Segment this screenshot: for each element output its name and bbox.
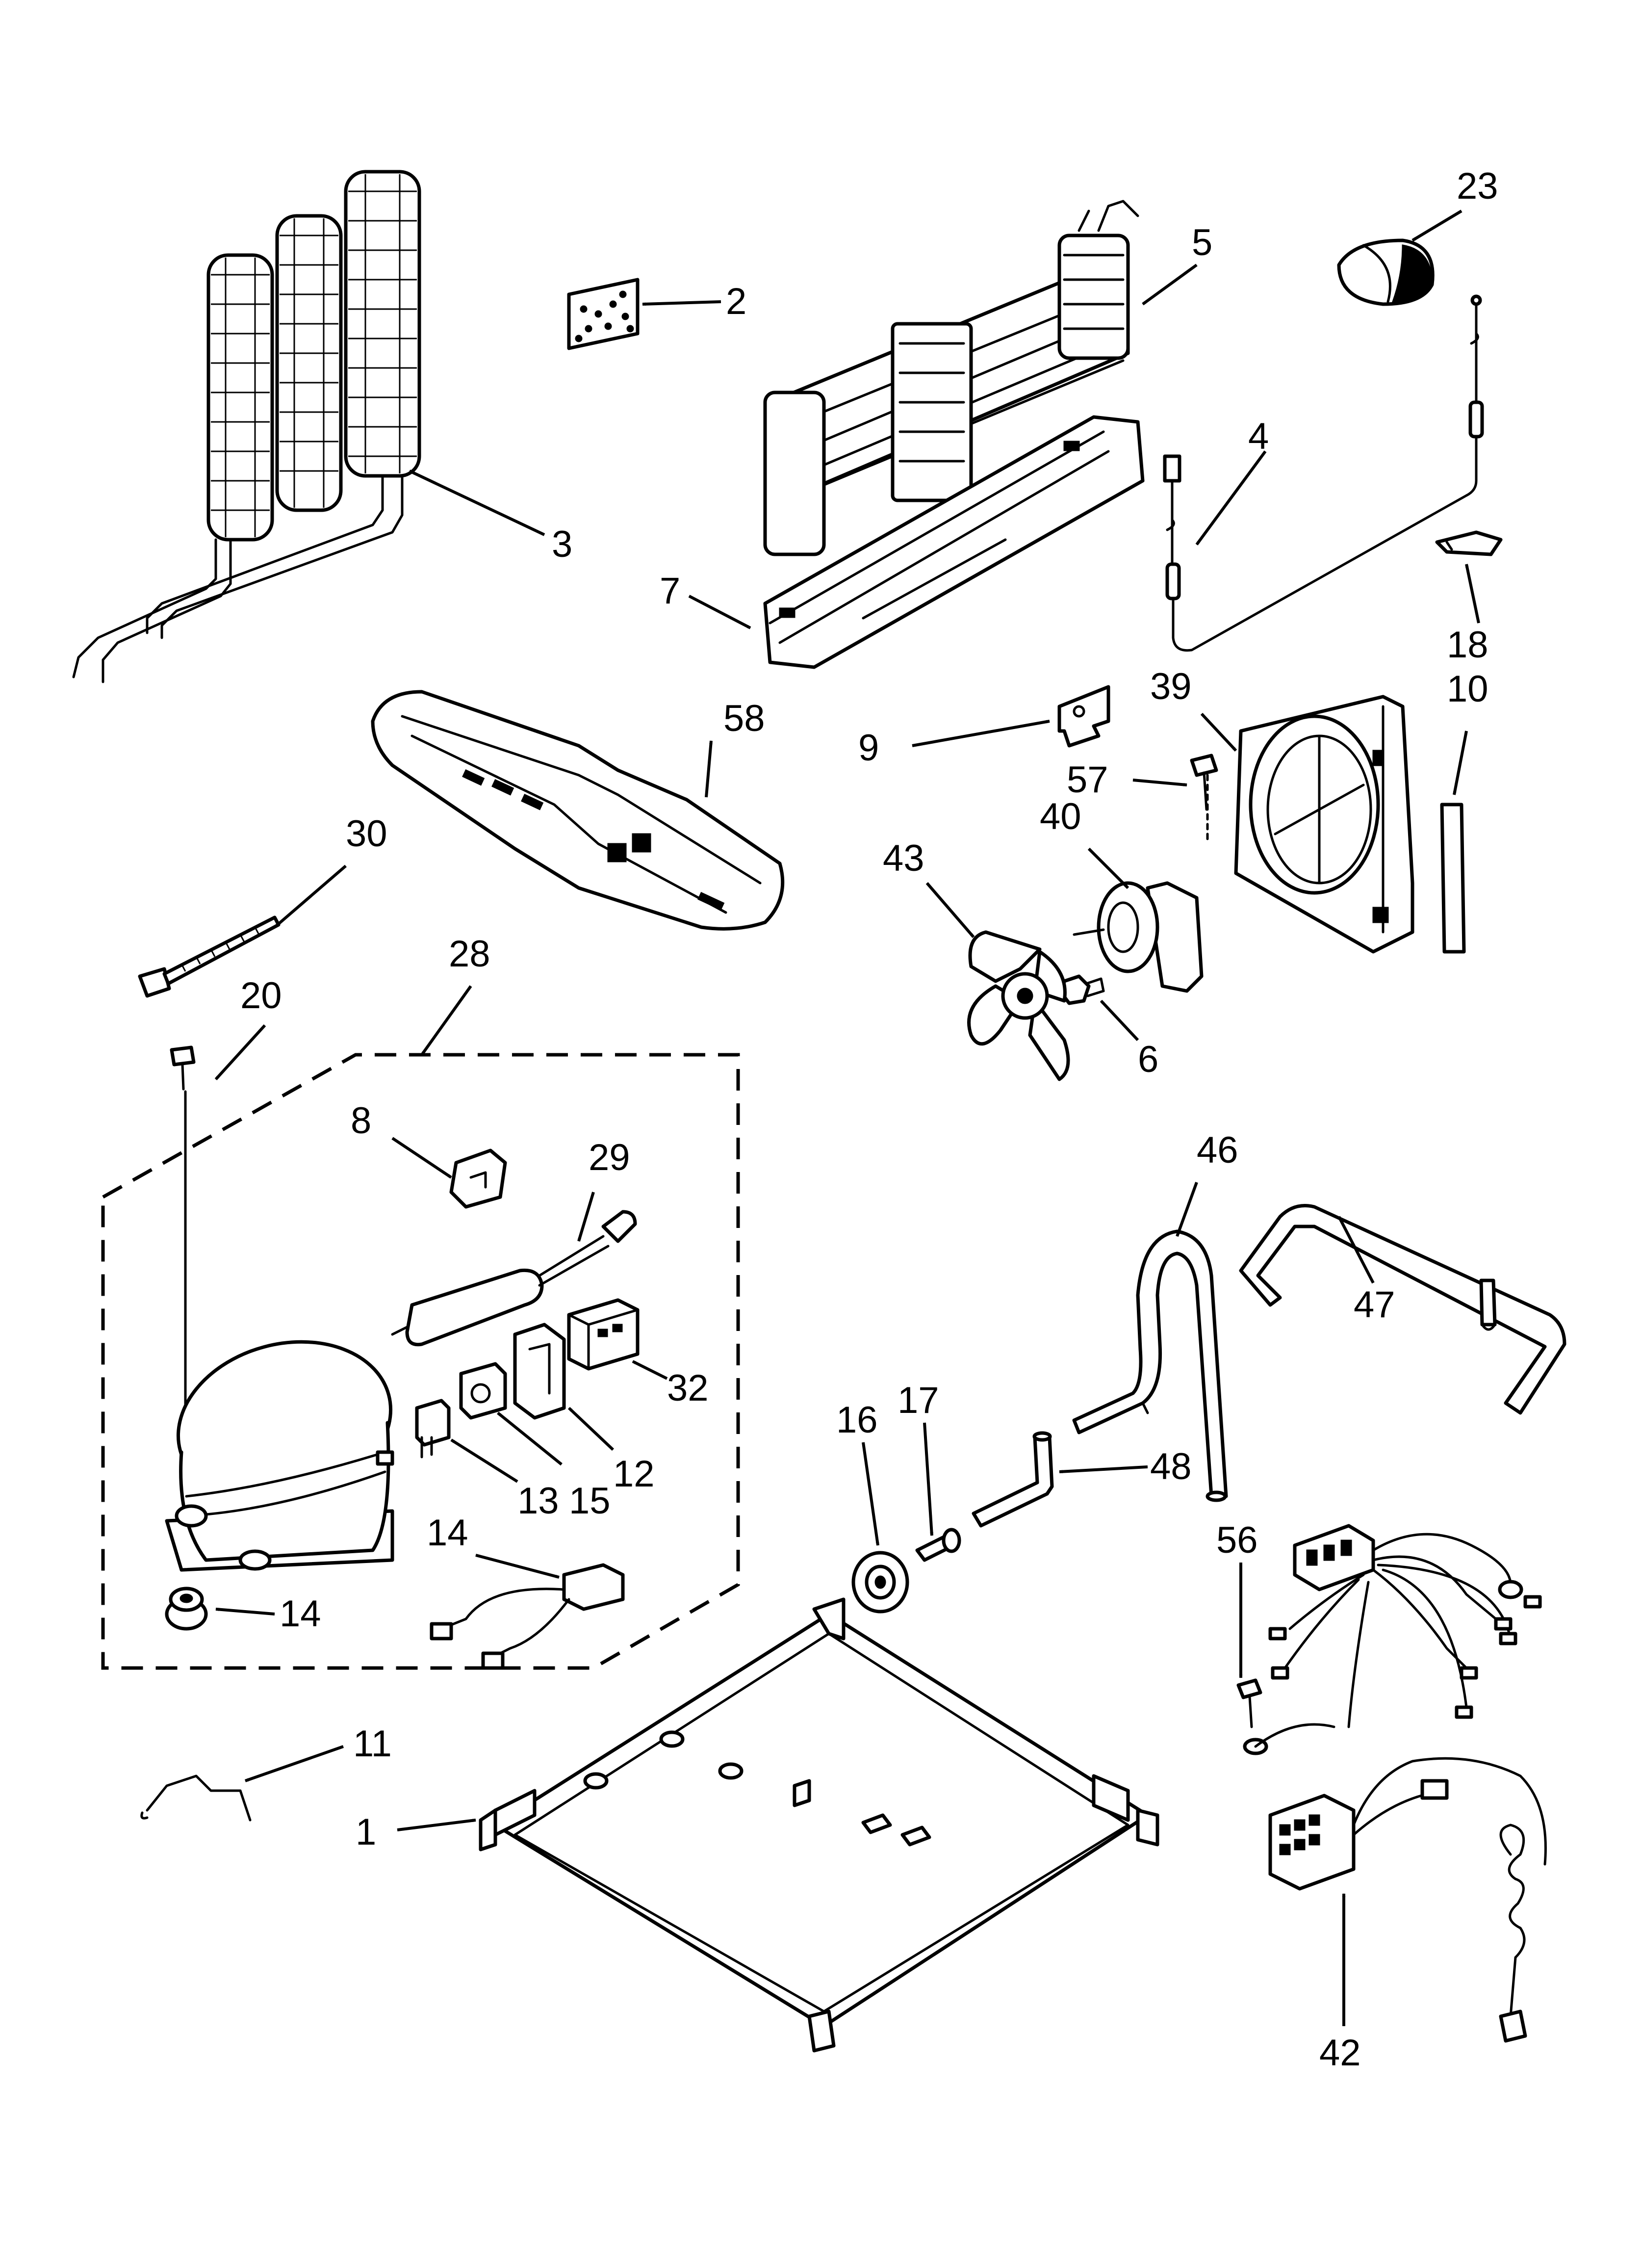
callout-3: 3 [552, 523, 572, 565]
part-9-bracket [1057, 685, 1110, 748]
callout-18: 17 [898, 1380, 939, 1421]
part-43-fan-blade [967, 930, 1070, 1081]
callout-58: 58 [723, 698, 765, 739]
part-40-fan-motor [1073, 881, 1204, 993]
part-7-drain-trough [763, 415, 1145, 669]
part-2 [567, 278, 640, 350]
part-46-drain-tube [1072, 1229, 1228, 1502]
callout-56: 56 [1216, 1519, 1258, 1561]
callout-42: 42 [1319, 2032, 1361, 2074]
callout-43: 43 [883, 837, 924, 879]
part-10-strip [1440, 803, 1466, 954]
callout-15: 15 [569, 1480, 611, 1522]
part-3-condenser [72, 170, 421, 683]
part-5-evaporator [763, 200, 1139, 556]
part-48-tube [972, 1431, 1054, 1528]
part-23 [1337, 238, 1435, 306]
part-6-nut [1060, 974, 1105, 1005]
compressor [165, 1340, 394, 1572]
callout-39: 39 [1150, 666, 1192, 707]
callout-23: 23 [1457, 165, 1498, 207]
part-42-wire-harness [1254, 1524, 1547, 2043]
part-4-sensor [1163, 294, 1484, 652]
callout-19: 18 [1447, 624, 1488, 666]
part-17-wheel [851, 1551, 909, 1614]
callout-1: 1 [356, 1811, 376, 1853]
callout-4: 4 [1248, 416, 1269, 457]
part-47-tube [1239, 1204, 1566, 1415]
part-11-clip [140, 1774, 252, 1822]
callout-47: 47 [1354, 1284, 1395, 1326]
callout-29: 29 [589, 1137, 630, 1178]
part-16 [430, 1563, 625, 1670]
callout-10: 10 [1447, 668, 1488, 710]
part-12 [513, 1323, 566, 1420]
callout-40: 40 [1040, 796, 1081, 837]
leader-lines [214, 209, 1480, 2026]
part-28-group-outline [101, 1053, 740, 1670]
part-14-grommet [165, 1587, 208, 1631]
callout-6: 6 [1138, 1039, 1158, 1080]
callout-20: 20 [240, 975, 282, 1017]
part-13 [415, 1399, 451, 1459]
part-39-fan-shroud [1234, 695, 1414, 954]
callout-14: 14 [280, 1593, 321, 1635]
part-57-screw [1190, 754, 1218, 845]
callout-32: 32 [667, 1367, 709, 1409]
callout-13: 13 [517, 1480, 559, 1522]
callout-5: 5 [1192, 222, 1212, 263]
part-1-base-frame [479, 1597, 1159, 2053]
callout-9: 9 [858, 727, 879, 769]
part-18-axle-pin [915, 1528, 961, 1562]
callout-17: 16 [836, 1399, 878, 1441]
callout-labels: 23 2 5 3 4 7 18 58 39 10 9 57 30 40 43 2… [240, 165, 1498, 2074]
part-15 [459, 1362, 507, 1420]
callout-11: 11 [353, 1723, 392, 1765]
callout-30: 30 [346, 813, 387, 855]
part-29 [391, 1210, 637, 1347]
callout-12: 12 [613, 1453, 655, 1495]
part-19-clip [1435, 530, 1503, 556]
callout-57: 57 [1067, 759, 1108, 801]
callout-7: 7 [660, 570, 680, 612]
callout-48: 48 [1150, 1446, 1192, 1487]
callout-28: 28 [449, 933, 490, 975]
callout-16: 14 [427, 1512, 468, 1554]
part-20-screw [170, 1045, 196, 1409]
part-8 [449, 1148, 507, 1209]
callout-8: 8 [351, 1100, 371, 1142]
callout-2: 2 [726, 281, 746, 322]
callout-46: 46 [1197, 1129, 1238, 1171]
part-32 [567, 1298, 640, 1371]
part-58-drain-pan [371, 690, 785, 931]
